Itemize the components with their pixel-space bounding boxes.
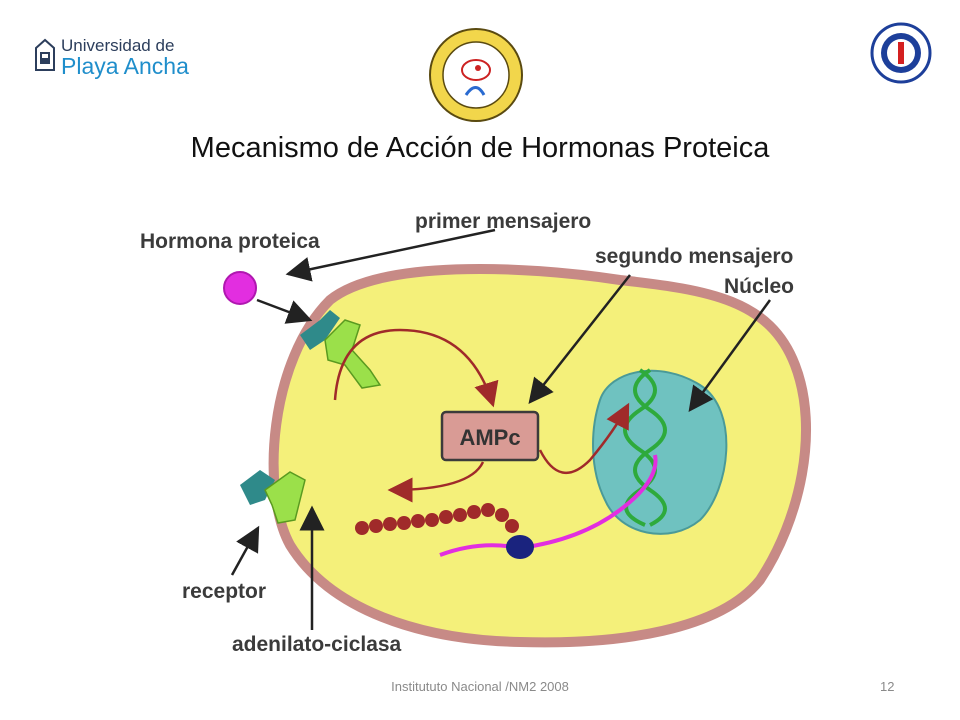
university-name-line2: Playa Ancha [61,53,189,79]
label-first-messenger: primer mensajero [415,210,591,233]
ribosome [506,535,534,559]
university-name-line1: Universidad de [61,36,175,55]
arrow-first-messenger [285,228,496,282]
label-hormone: Hormona proteica [140,230,320,253]
arrow-receptor [230,525,260,576]
label-second-messenger: segundo mensajero [595,245,793,268]
slide-title: Mecanismo de Acción de Hormonas Proteica [190,132,770,164]
ampc-box [440,410,540,462]
hormone-molecule [223,271,257,305]
nucleus [592,369,728,535]
ampc-label: AMPc [459,425,520,450]
arrow-second-messenger [528,274,631,404]
university-logo [34,38,194,78]
institute-emblem-icon [870,22,932,84]
hormone-mechanism-diagram: AMPc Hormona proteica primer mensajero s… [140,210,812,656]
arrow-receptor-to-ampc [333,328,499,408]
label-adenylate-cyclase: adenilato-ciclasa [232,633,402,656]
arrow-nucleus [688,299,772,413]
arrow-ampc-to-nucleus [538,402,630,475]
footer-text: Institututo Nacional /NM2 2008 [391,679,569,694]
protein-chain [355,503,519,535]
receptor-top [300,310,382,389]
arrow-hormone-to-receptor [256,298,313,324]
dna-strand-2 [633,368,667,527]
mrna-strand [439,454,658,557]
label-receptor: receptor [182,580,266,603]
label-nucleus: Núcleo [724,275,794,298]
biology-seal-icon [429,28,523,122]
cell-membrane [268,263,812,648]
page-number: 12 [880,679,895,694]
receptor-bottom [240,470,306,524]
university-shield-icon [35,38,55,71]
arrow-ampc-to-protein [387,461,485,503]
